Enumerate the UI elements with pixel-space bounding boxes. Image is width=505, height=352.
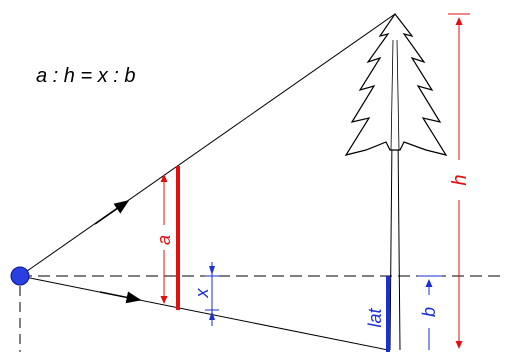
label-h: h xyxy=(449,174,471,185)
dimension-x-arrow-top xyxy=(209,266,215,275)
dimension-x-arrow-bottom xyxy=(209,311,215,320)
formula-text: a : h = x : b xyxy=(36,65,136,87)
label-b: b xyxy=(419,307,439,317)
eye-icon xyxy=(10,266,30,286)
label-a: a xyxy=(154,235,174,245)
lower-direction-arrow xyxy=(99,291,142,304)
upper-direction-arrow xyxy=(94,200,130,225)
label-x: x xyxy=(192,288,212,299)
upper-sight-line xyxy=(19,13,396,277)
label-lat: lat xyxy=(365,307,385,327)
tree-inner-line-right xyxy=(396,39,400,151)
tree-crown xyxy=(344,12,448,156)
lower-sight-line xyxy=(19,275,389,351)
tree-inner-line-left xyxy=(390,39,394,151)
